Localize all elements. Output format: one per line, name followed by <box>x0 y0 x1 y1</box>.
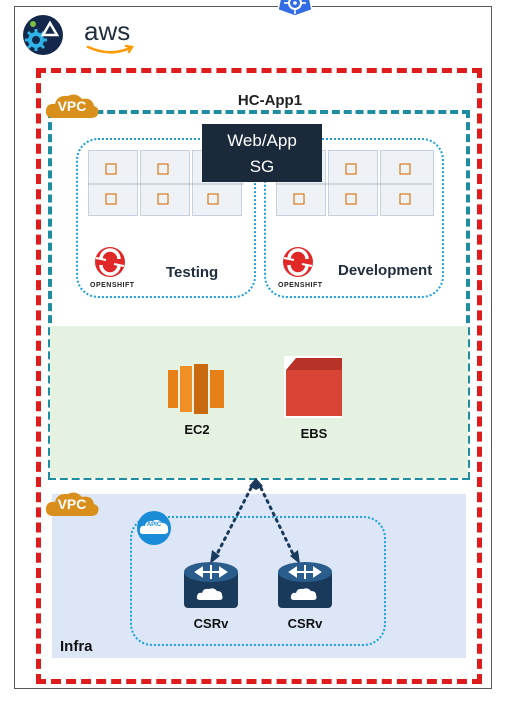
app-vpc-boundary <box>48 110 470 480</box>
development-label: Development <box>338 262 433 279</box>
compute-panel <box>50 326 468 478</box>
security-group-line2: SG <box>249 157 275 176</box>
router-icon <box>184 562 238 608</box>
cloud-icon <box>45 94 99 118</box>
aws-logo-text: aws <box>84 16 131 46</box>
gear-delta-icon <box>23 15 63 55</box>
openshift-icon <box>283 247 313 277</box>
infra-panel <box>52 494 466 658</box>
kubernetes-icon <box>277 0 313 16</box>
diagram-frame <box>14 6 492 689</box>
ec2-label: EC2 <box>184 422 210 437</box>
router-icon <box>278 562 332 608</box>
connection-arrows <box>210 478 300 564</box>
infra-vpc-tag: VPC <box>44 488 100 518</box>
cluster-diagram-thumbnail <box>380 150 434 216</box>
app-title: HC-App1 <box>237 92 303 109</box>
ebs-label: EBS <box>300 426 328 441</box>
openshift-icon <box>95 247 125 277</box>
node-icons <box>276 163 432 205</box>
cluster-diagram-thumbnail <box>328 150 378 216</box>
aws-region-boundary <box>36 68 482 684</box>
infra-vpc-label: VPC <box>57 496 87 512</box>
csrv-label-2: CSRv <box>287 616 323 631</box>
cloud-icon <box>45 492 99 516</box>
apic-cloud-icon <box>137 511 171 545</box>
testing-label: Testing <box>166 264 219 281</box>
csrv-label-1: CSRv <box>193 616 229 631</box>
app-vpc-tag: VPC <box>44 90 100 120</box>
node-icons <box>88 163 244 205</box>
aws-logo: aws <box>84 18 140 58</box>
apic-label: APIC <box>146 522 162 528</box>
security-group-box: Web/App SG <box>202 124 322 182</box>
cluster-diagram-thumbnail <box>88 150 138 216</box>
ec2-icon <box>168 364 224 414</box>
cluster-diagram-thumbnail <box>140 150 190 216</box>
ebs-icon <box>284 356 342 418</box>
app-vpc-label: VPC <box>57 98 87 114</box>
csr-group <box>130 516 386 646</box>
infra-label: Infra <box>60 638 93 655</box>
security-group-line1: Web/App <box>227 131 297 150</box>
openshift-brand: OPENSHIFT <box>278 282 323 289</box>
aws-smile-icon <box>86 44 134 54</box>
openshift-brand: OPENSHIFT <box>90 282 135 289</box>
